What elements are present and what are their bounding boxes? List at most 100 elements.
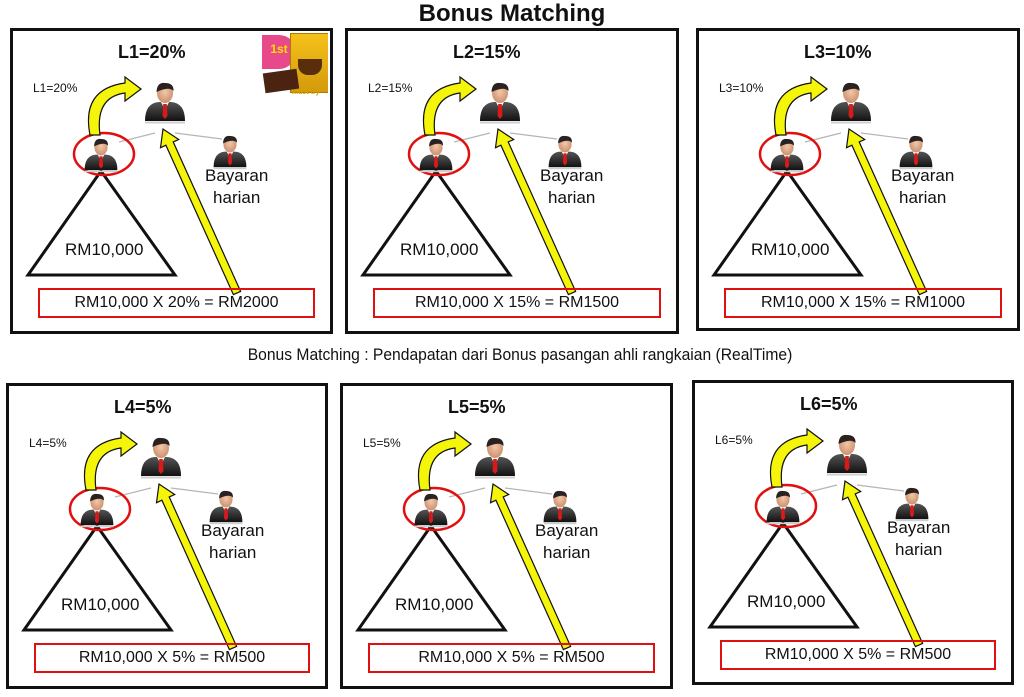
upline-person-icon bbox=[480, 82, 520, 124]
highlight-circle bbox=[402, 486, 466, 532]
level-side-label: L6=5% bbox=[715, 433, 753, 447]
shadow-shape bbox=[414, 525, 448, 528]
curved-arrow-icon bbox=[83, 430, 138, 491]
subtitle: Bonus Matching : Pendapatan dari Bonus p… bbox=[247, 345, 793, 364]
tree-link-right bbox=[170, 487, 219, 495]
page-title: Bonus Matching bbox=[418, 0, 606, 27]
curved-arrow-icon bbox=[769, 427, 824, 488]
shadow-shape bbox=[475, 476, 515, 479]
tie-shape bbox=[913, 153, 919, 166]
level-side-label: L1=20% bbox=[33, 81, 78, 95]
tie-shape bbox=[428, 511, 434, 524]
tie-shape bbox=[227, 153, 233, 166]
curved-arrow-icon bbox=[422, 75, 477, 136]
group-sales-label: RM10,000 bbox=[747, 592, 826, 611]
tie-shape bbox=[223, 508, 229, 521]
level-side-label: L2=15% bbox=[368, 81, 413, 95]
downline-person-icon bbox=[84, 138, 118, 173]
level-heading: L1=20% bbox=[118, 42, 186, 62]
level-panel-l2: L2=15% L2=15% Bayaran harian RM10,000 RM… bbox=[345, 28, 679, 334]
level-heading: L5=5% bbox=[448, 397, 506, 417]
formula-box: RM10,000 X 5% = RM500 bbox=[720, 640, 996, 670]
shadow-shape bbox=[419, 170, 453, 173]
tie-shape bbox=[497, 104, 503, 119]
hair-shape bbox=[219, 490, 233, 499]
hair-shape bbox=[90, 493, 104, 502]
payout-line-1: Bayaran bbox=[887, 518, 951, 537]
hair-shape bbox=[491, 82, 509, 92]
payout-line-2: harian bbox=[899, 188, 947, 207]
diagram-graphics bbox=[707, 427, 929, 648]
hair-shape bbox=[486, 437, 504, 447]
payout-line-2: harian bbox=[213, 188, 261, 207]
payout-label: Bayaran harian bbox=[891, 165, 954, 209]
up-arrow-icon bbox=[159, 127, 242, 296]
up-arrow-icon bbox=[155, 482, 238, 651]
shadow-shape bbox=[213, 167, 247, 170]
highlight-circle bbox=[407, 131, 471, 177]
payout-line-2: harian bbox=[548, 188, 596, 207]
hair-shape bbox=[156, 82, 174, 92]
shadow-shape bbox=[895, 519, 929, 522]
hair-shape bbox=[223, 135, 237, 144]
payout-line-1: Bayaran bbox=[891, 166, 955, 185]
hair-shape bbox=[909, 135, 923, 144]
level-heading: L2=15% bbox=[453, 42, 521, 62]
downline-person-icon bbox=[80, 493, 114, 528]
level-panel-l4: L4=5% L4=5% Bayaran harian RM10,000 RM10… bbox=[6, 383, 328, 689]
downline-triangle bbox=[711, 168, 864, 277]
tie-shape bbox=[780, 508, 786, 521]
upline-person-icon bbox=[475, 437, 515, 479]
formula-box: RM10,000 X 15% = RM1500 bbox=[373, 288, 661, 318]
downline-triangle bbox=[707, 520, 860, 629]
downline-triangle bbox=[360, 168, 513, 277]
payout-line-1: Bayaran bbox=[205, 166, 269, 185]
tie-shape bbox=[158, 459, 164, 474]
hair-shape bbox=[152, 437, 170, 447]
up-arrow-icon bbox=[841, 479, 924, 648]
payout-line-1: Bayaran bbox=[201, 521, 265, 540]
formula-box: RM10,000 X 20% = RM2000 bbox=[38, 288, 315, 318]
level-panel-l5: L5=5% L5=5% Bayaran harian RM10,000 RM10… bbox=[340, 383, 673, 689]
level-panel-l3: L3=10% L3=10% Bayaran harian RM10,000 RM… bbox=[696, 28, 1020, 331]
group-sales-label: RM10,000 bbox=[751, 240, 830, 259]
shadow-shape bbox=[80, 525, 114, 528]
payout-label: Bayaran harian bbox=[205, 165, 268, 209]
shadow-shape bbox=[770, 170, 804, 173]
highlight-circle bbox=[758, 131, 822, 177]
shadow-shape bbox=[209, 522, 243, 525]
shadow-shape bbox=[480, 121, 520, 124]
hair-shape bbox=[424, 493, 438, 502]
shadow-shape bbox=[543, 522, 577, 525]
downline-triangle bbox=[21, 523, 174, 632]
shadow-shape bbox=[141, 476, 181, 479]
tie-shape bbox=[162, 104, 168, 119]
formula-box: RM10,000 X 5% = RM500 bbox=[34, 643, 310, 673]
hair-shape bbox=[905, 487, 919, 496]
tree-link-right bbox=[856, 484, 905, 492]
tree-link-right bbox=[504, 487, 553, 495]
hair-shape bbox=[429, 138, 443, 147]
right-leg-person-icon bbox=[895, 487, 929, 522]
group-sales-label: RM10,000 bbox=[61, 595, 140, 614]
right-leg-person-icon bbox=[209, 490, 243, 525]
tree-link-right bbox=[860, 132, 909, 140]
downline-person-icon bbox=[770, 138, 804, 173]
shadow-shape bbox=[548, 167, 582, 170]
diagram-graphics bbox=[25, 75, 247, 296]
tie-shape bbox=[492, 459, 498, 474]
level-heading: L4=5% bbox=[114, 397, 172, 417]
tie-shape bbox=[848, 104, 854, 119]
formula-box: RM10,000 X 15% = RM1000 bbox=[724, 288, 1002, 318]
diagram-graphics bbox=[355, 430, 577, 651]
shadow-shape bbox=[84, 170, 118, 173]
hair-shape bbox=[780, 138, 794, 147]
level-heading: L6=5% bbox=[800, 394, 858, 414]
payout-line-2: harian bbox=[543, 543, 591, 562]
upline-person-icon bbox=[145, 82, 185, 124]
hair-shape bbox=[776, 490, 790, 499]
tie-shape bbox=[433, 156, 439, 169]
payout-label: Bayaran harian bbox=[201, 520, 264, 564]
up-arrow-icon bbox=[489, 482, 572, 651]
